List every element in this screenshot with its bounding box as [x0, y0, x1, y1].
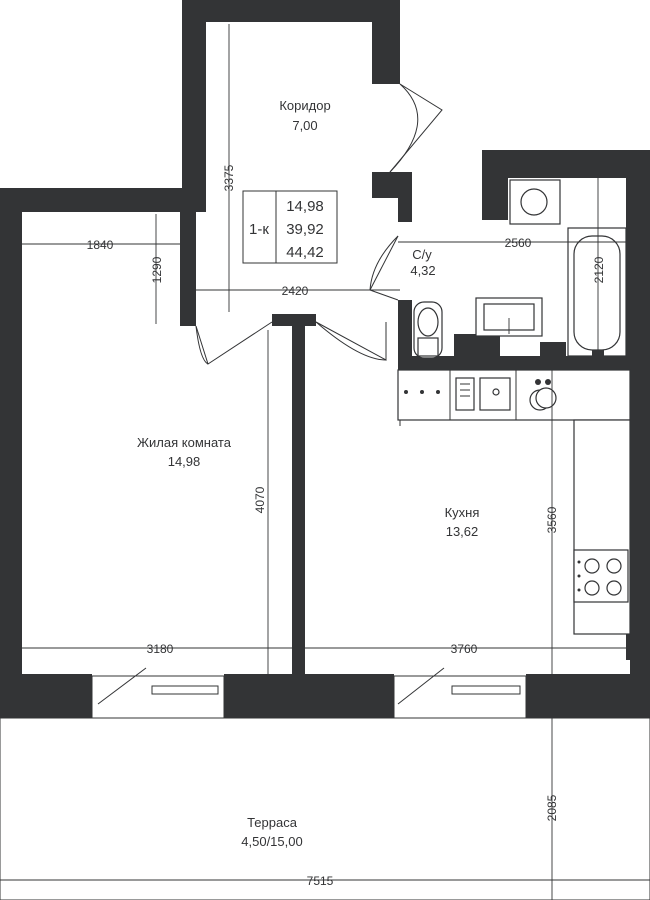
terrace-area: 4,50/15,00	[241, 834, 302, 849]
dim-4070: 4070	[253, 486, 267, 513]
bathtub	[567, 227, 627, 358]
dim-2085: 2085	[545, 794, 559, 821]
total-with-terrace-value: 44,42	[286, 244, 324, 261]
kitchen-area: 13,62	[446, 524, 479, 539]
dimension-lines	[0, 24, 650, 900]
bathroom-sink	[475, 297, 543, 337]
area-summary-box: 1-к 14,98 39,92 44,42	[242, 190, 338, 264]
apartment-type: 1-к	[249, 221, 269, 238]
stove	[573, 549, 629, 603]
dim-3560: 3560	[545, 506, 559, 533]
dim-2420: 2420	[282, 284, 309, 298]
bathroom-name: С/у	[412, 247, 432, 262]
terrace-outline	[0, 717, 650, 900]
living-room-area: 14,98	[168, 454, 201, 469]
dim-3760: 3760	[451, 642, 478, 656]
toilet	[413, 301, 443, 359]
corridor-area: 7,00	[292, 118, 317, 133]
kitchen-counter	[397, 369, 631, 635]
dim-1840: 1840	[87, 238, 114, 252]
balcony-frames	[91, 675, 527, 719]
dim-2120: 2120	[592, 256, 606, 283]
walls	[0, 0, 650, 718]
dim-7515: 7515	[307, 874, 334, 888]
terrace-name: Терраса	[247, 815, 298, 830]
dim-1290: 1290	[150, 256, 164, 283]
living-area-value: 14,98	[286, 198, 324, 215]
living-room-name: Жилая комната	[137, 435, 232, 450]
kitchen-name: Кухня	[445, 505, 480, 520]
dim-2560: 2560	[505, 236, 532, 250]
dim-3375: 3375	[222, 164, 236, 191]
dim-3180: 3180	[147, 642, 174, 656]
corridor-name: Коридор	[279, 98, 330, 113]
total-area-value: 39,92	[286, 221, 324, 238]
bathroom-area: 4,32	[410, 263, 435, 278]
washing-machine	[488, 179, 561, 225]
